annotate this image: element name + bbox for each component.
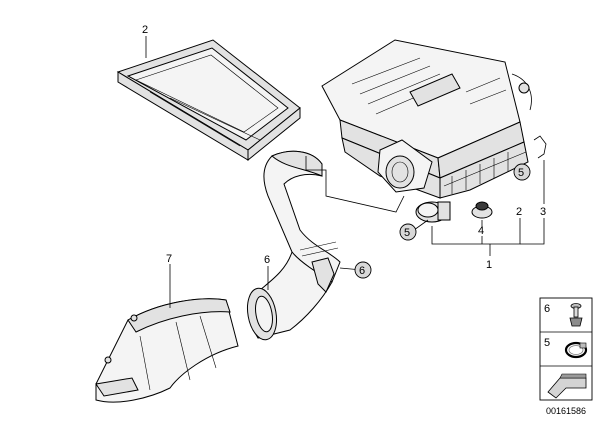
callout-7: 7 <box>166 253 172 265</box>
callout-6-mid: 6 <box>264 254 270 266</box>
callout-6-circle: 6 <box>354 261 372 279</box>
callout-5-left-circle: 5 <box>399 223 417 241</box>
hose-clamp-icon <box>564 341 588 359</box>
screw-icon <box>569 303 583 327</box>
callout-6-circled: 6 <box>359 265 365 277</box>
intake-duct-part-6 <box>246 150 341 341</box>
callout-5-right: 5 <box>518 167 524 179</box>
connector-sleeve <box>415 201 451 223</box>
intake-scoop-part-7 <box>95 298 239 403</box>
callout-5-left: 5 <box>404 227 410 239</box>
callout-4: 4 <box>478 225 484 237</box>
callout-2-right: 2 <box>516 206 522 218</box>
callout-2-top: 2 <box>142 24 148 36</box>
document-id: 00161586 <box>546 406 586 416</box>
legend-box: 6 5 <box>539 297 593 401</box>
legend-row-1-number: 6 <box>544 303 550 315</box>
callout-3: 3 <box>540 206 546 218</box>
callout-5-right-circle: 5 <box>513 163 531 181</box>
seal-strip-icon <box>547 373 587 399</box>
clip-part-3 <box>533 135 547 159</box>
legend-row-2-number: 5 <box>544 337 550 349</box>
rubber-mount-part-4 <box>471 201 493 219</box>
callout-1: 1 <box>486 259 492 271</box>
air-filter-housing <box>321 39 532 199</box>
air-filter-element <box>116 39 301 162</box>
